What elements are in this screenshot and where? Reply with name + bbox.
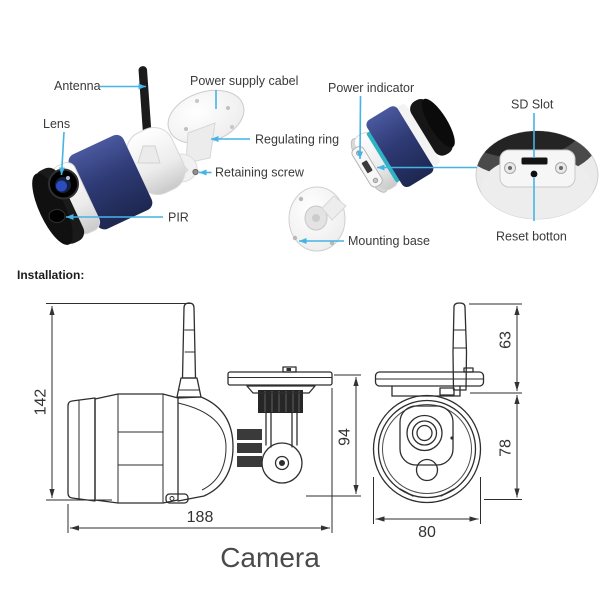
dim-80-text: 80 bbox=[418, 524, 436, 541]
reset-button bbox=[530, 170, 538, 178]
screw-left bbox=[504, 162, 516, 174]
sd-slot bbox=[521, 157, 548, 165]
retaining-screw bbox=[192, 168, 199, 176]
power-indicator-led bbox=[361, 160, 373, 174]
leader-lines bbox=[58, 83, 535, 244]
pir-sensor bbox=[48, 209, 66, 223]
dim-94-text: 94 bbox=[337, 428, 354, 446]
dim-length: 188 bbox=[67, 388, 333, 533]
label-power-indicator: Power indicator bbox=[328, 81, 414, 95]
label-regulating-ring: Regulating ring bbox=[255, 133, 339, 147]
rear-panel bbox=[499, 149, 576, 188]
power-indicator-leader-line bbox=[357, 95, 364, 160]
installation-heading: Installation: bbox=[17, 268, 84, 282]
dim-mount-height: 94 bbox=[306, 374, 361, 497]
label-retaining-screw: Retaining screw bbox=[215, 166, 305, 180]
dim-188-text: 188 bbox=[187, 509, 214, 526]
label-pir: PIR bbox=[168, 211, 189, 225]
label-mounting-base: Mounting base bbox=[348, 234, 430, 248]
screw-right bbox=[555, 162, 567, 174]
label-lens: Lens bbox=[43, 117, 70, 131]
dim-63-text: 63 bbox=[498, 331, 515, 349]
label-sd-slot: SD Slot bbox=[511, 98, 554, 112]
dim-78-text: 78 bbox=[498, 439, 515, 457]
figure-caption: Camera bbox=[220, 542, 320, 573]
dim-antenna-height: 63 bbox=[469, 303, 522, 394]
antenna-base-cone bbox=[137, 145, 161, 164]
callout-labels: Antenna Lens PIR Power supply cabel Regu… bbox=[43, 74, 567, 248]
label-power-supply-cable: Power supply cabel bbox=[190, 74, 298, 88]
regulating-ring bbox=[366, 131, 400, 183]
dim-142-text: 142 bbox=[33, 389, 50, 416]
side-view-drawing: 142 94 188 bbox=[33, 302, 361, 533]
dim-height: 142 bbox=[33, 303, 192, 501]
camera-side-photo bbox=[32, 66, 245, 245]
front-view-drawing: 63 78 80 bbox=[372, 302, 522, 541]
dim-front-height: 78 bbox=[484, 395, 522, 500]
mount-tube bbox=[321, 195, 347, 221]
label-reset-button: Reset botton bbox=[496, 230, 567, 244]
lens-leader-line bbox=[58, 131, 65, 176]
label-antenna: Antenna bbox=[54, 79, 101, 93]
lens bbox=[48, 168, 79, 200]
rear-detail-photo bbox=[475, 130, 599, 220]
dim-front-width: 80 bbox=[373, 477, 481, 541]
